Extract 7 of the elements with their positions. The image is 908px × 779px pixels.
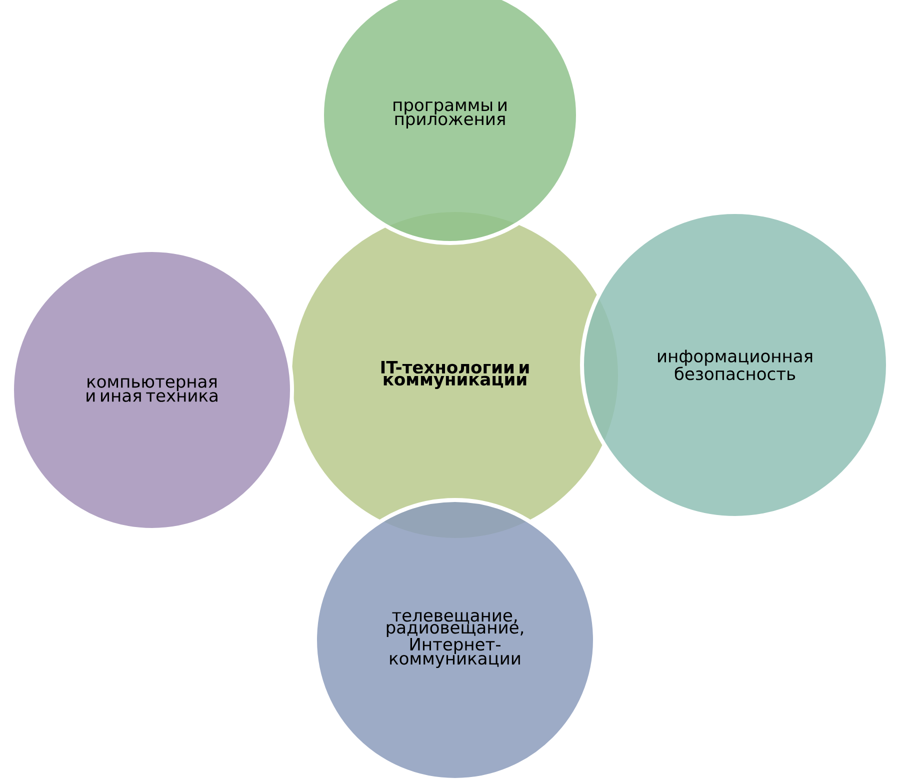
circle-label: информационная безопасность — [658, 350, 812, 380]
circle-label: программы и приложения — [394, 101, 506, 129]
circle — [313, 498, 597, 779]
circle-label: телевещание, радиовещание, Интернет-коммуникации — [386, 612, 524, 668]
circle-label: IT-технологии и коммуникации — [381, 360, 529, 390]
circle — [580, 210, 890, 520]
circle-label: компьютерная и иная техника — [86, 378, 218, 402]
